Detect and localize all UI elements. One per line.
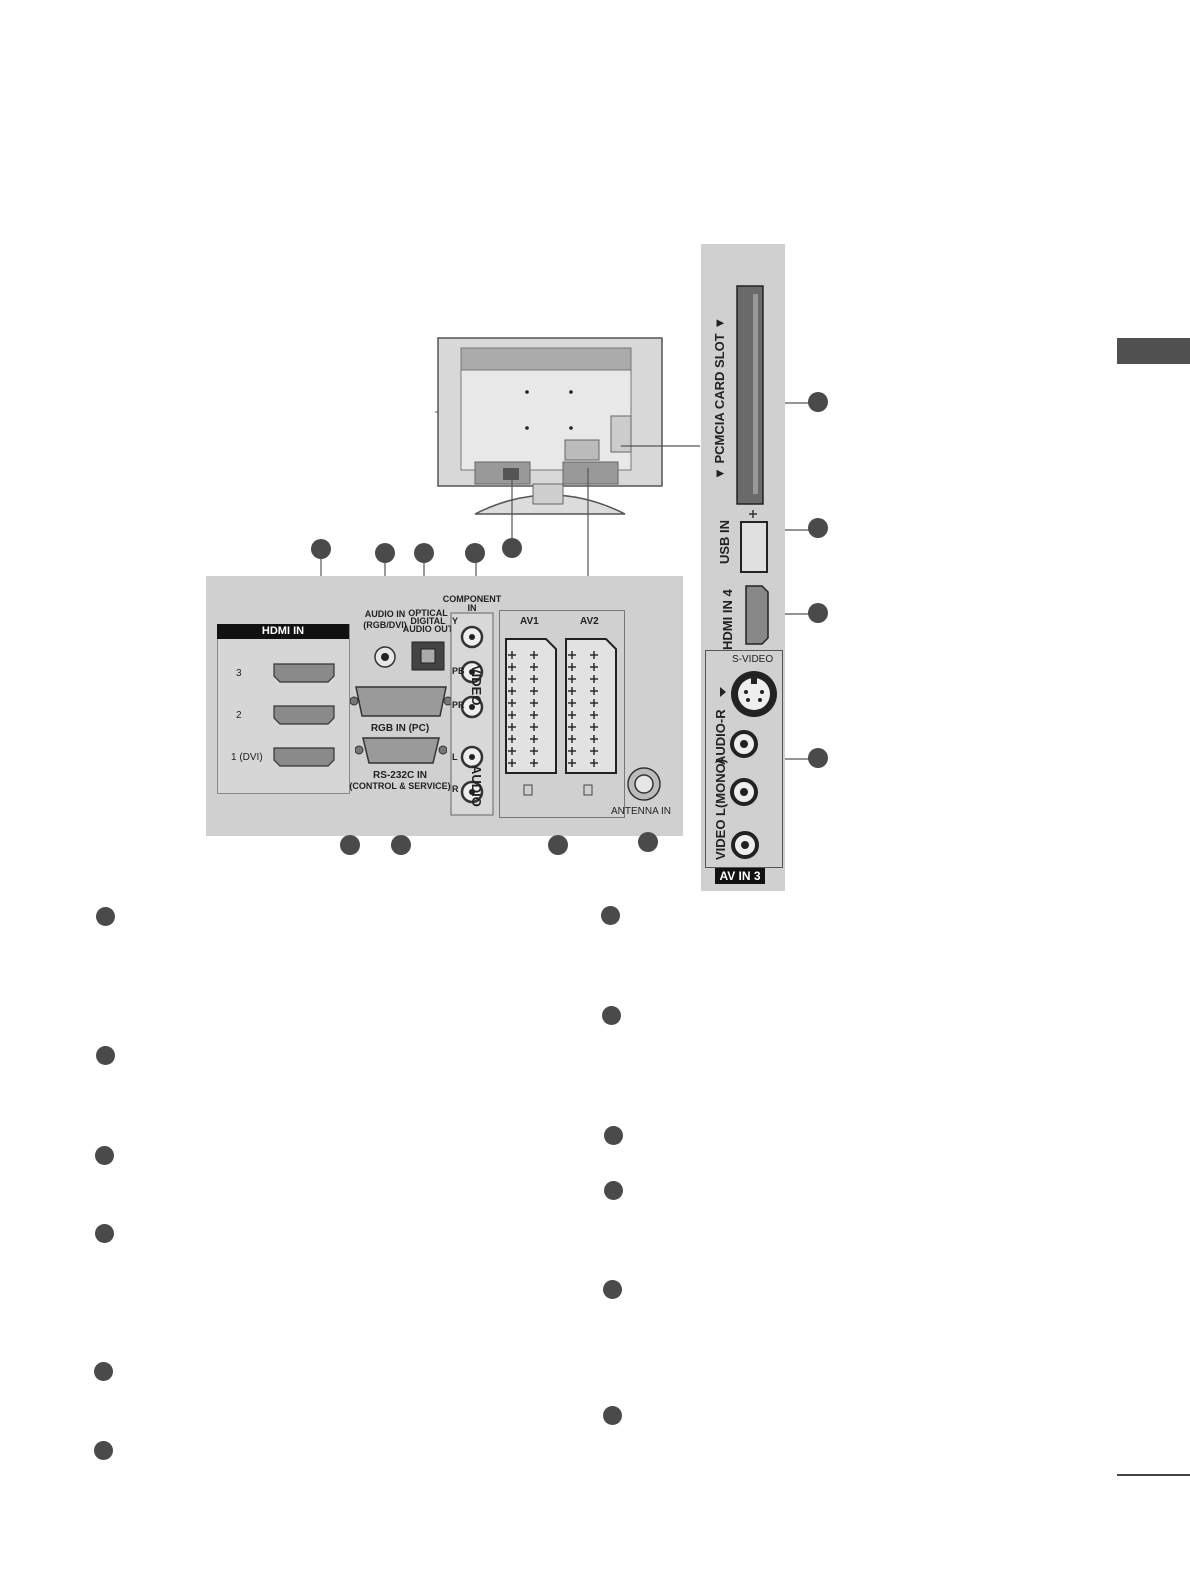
list-marker-left-4: [95, 1224, 114, 1243]
callout-marker-rgb-in: [340, 835, 360, 855]
hdmi-port-2: [273, 705, 335, 725]
callout-marker-optical: [414, 543, 434, 563]
av-in-3-jacks: [720, 671, 777, 806]
footer-rule: [1117, 1474, 1190, 1476]
list-marker-left-6: [94, 1441, 113, 1460]
component-pb-label: PB: [452, 666, 465, 676]
pcmcia-label: ▼ PCMCIA CARD SLOT ▼: [712, 316, 727, 480]
av1-label: AV1: [520, 616, 539, 627]
usb-in-port: [740, 510, 768, 573]
rs232c-port: [355, 737, 447, 764]
component-audio-label: AUDIO: [469, 765, 484, 807]
scart-group: [499, 610, 625, 818]
callout-marker-power: [502, 538, 522, 558]
usb-in-label: USB IN: [717, 519, 732, 564]
hdmi-2-label: 2: [236, 710, 242, 721]
av2-label: AV2: [580, 616, 599, 627]
list-marker-left-2: [96, 1046, 115, 1065]
component-label-1: COMPONENT: [442, 594, 502, 604]
hdmi-in-4-label: HDMI IN 4: [720, 589, 735, 650]
optical-label-3: AUDIO OUT: [402, 624, 454, 634]
component-y-label: Y: [452, 616, 459, 626]
rs232c-label: RS-232C IN: [373, 770, 427, 781]
optical-label-1: OPTICAL: [408, 608, 448, 618]
hdmi-port-1: [273, 747, 335, 767]
list-marker-right-2: [602, 1006, 621, 1025]
section-tab-marker: [1117, 338, 1190, 364]
component-video-label: VIDEO: [469, 665, 484, 706]
audio-in-label: AUDIO IN: [364, 609, 406, 619]
list-marker-left-5: [94, 1362, 113, 1381]
optical-port: [411, 641, 445, 671]
callout-marker-pcmcia: [808, 392, 828, 412]
audio-r-label: AUDIO-R: [713, 709, 728, 765]
optical-label-2: DIGITAL: [410, 616, 446, 626]
callout-marker-antenna: [638, 832, 658, 852]
callout-marker-usb: [808, 518, 828, 538]
hdmi-ports: [273, 663, 335, 767]
av-in-3-heading: AV IN 3: [715, 868, 765, 884]
list-marker-right-1: [601, 906, 620, 925]
hdmi-in-4-port: [745, 585, 769, 645]
component-l-label: L: [452, 752, 458, 762]
tv-rear-illustration: [435, 337, 663, 515]
list-marker-right-6: [603, 1406, 622, 1425]
rs232c-sub-label: (CONTROL & SERVICE): [349, 781, 451, 791]
pcmcia-slot: [736, 285, 764, 505]
list-marker-right-3: [604, 1126, 623, 1145]
hdmi-1-label: 1 (DVI): [231, 752, 263, 763]
callout-marker-rs232c: [391, 835, 411, 855]
list-marker-left-3: [95, 1146, 114, 1165]
scart-av2-socket: [565, 638, 617, 774]
callout-marker-av-in-3: [808, 748, 828, 768]
callout-marker-hdmi-in: [311, 539, 331, 559]
hdmi-3-label: 3: [236, 668, 242, 679]
video-jack-wrap: [731, 831, 759, 859]
scart-sockets: [505, 638, 617, 796]
audio-in-jack: [374, 646, 396, 668]
rgb-in-port: [350, 686, 452, 717]
callout-marker-component: [465, 543, 485, 563]
component-label-2: IN: [467, 603, 477, 613]
callout-marker-hdmi-4: [808, 603, 828, 623]
list-marker-right-4: [604, 1181, 623, 1200]
antenna-in-label: ANTENNA IN: [611, 806, 672, 817]
component-in-jacks: [450, 612, 494, 816]
s-video-label: S-VIDEO: [732, 654, 774, 665]
scart-av1-socket: [505, 638, 557, 774]
av-in-3-group: [705, 650, 783, 868]
audio-in-sub-label: (RGB/DVI): [363, 620, 407, 630]
hdmi-in-heading: HDMI IN: [217, 624, 349, 639]
callout-marker-scart: [548, 835, 568, 855]
component-r-label: R: [452, 784, 459, 794]
hdmi-port-3: [273, 663, 335, 683]
list-marker-right-5: [603, 1280, 622, 1299]
antenna-in-port: [627, 767, 661, 801]
callout-marker-audio-in: [375, 543, 395, 563]
rgb-in-label: RGB IN (PC): [370, 723, 430, 734]
list-marker-left-1: [96, 907, 115, 926]
video-label: VIDEO: [713, 819, 728, 860]
l-mono-label: L(MONO): [713, 758, 728, 816]
component-pr-label: PR: [452, 700, 465, 710]
